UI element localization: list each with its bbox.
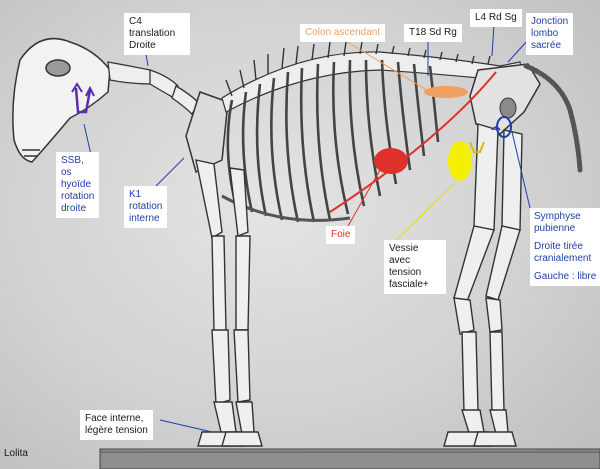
pedestal-base xyxy=(99,448,600,469)
label-l4: L4 Rd Sg xyxy=(470,9,522,27)
label-face-line2: légère tension xyxy=(85,425,148,436)
skull xyxy=(12,37,111,163)
obturator-foramen xyxy=(499,97,517,119)
signature-text: Lolita xyxy=(4,448,28,459)
label-k1-line2: rotation xyxy=(129,201,163,212)
label-face-line1: Face interne, xyxy=(85,413,144,424)
hyoid-marker-icon xyxy=(74,87,92,114)
label-jonction: Jonction lombo sacrée xyxy=(526,13,574,55)
label-vessie-line4: fasciale+ xyxy=(389,279,429,290)
label-colon: Colon ascendant xyxy=(300,24,386,42)
label-foie: Foie xyxy=(326,226,356,244)
label-vessie: Vessie avec tension fasciale+ xyxy=(384,240,446,294)
label-droite-line2: cranialement xyxy=(534,253,592,264)
label-jonction-line1: Jonction xyxy=(531,16,569,27)
label-k1: K1 rotation interne xyxy=(124,186,168,228)
label-ssb-line1: SSB, xyxy=(61,155,84,166)
label-foie-text: Foie xyxy=(331,229,351,240)
label-droite-line1: Droite tirée xyxy=(534,241,583,252)
ribcage xyxy=(226,59,440,223)
leader-lines xyxy=(83,23,531,433)
label-ssb-line3: hyoïde xyxy=(61,179,92,190)
label-symphyse-title: Symphyse pubienne xyxy=(534,211,596,235)
label-symphyse-line1: Symphyse xyxy=(534,211,581,222)
label-k1-line1: K1 xyxy=(129,189,142,200)
label-c4-line3: Droite xyxy=(129,40,156,51)
label-vessie-line3: tension xyxy=(389,267,422,278)
forelegs xyxy=(195,159,263,447)
label-l4-text: L4 Rd Sg xyxy=(475,12,517,23)
label-jonction-line3: sacrée xyxy=(531,40,562,51)
label-k1-line3: interne xyxy=(129,213,160,224)
label-vessie-line1: Vessie xyxy=(389,243,419,254)
label-symphyse-droite: Droite tirée cranialement xyxy=(534,241,596,265)
label-jonction-line2: lombo xyxy=(531,28,559,39)
label-ssb-line5: droite xyxy=(61,203,87,214)
label-c4-line1: C4 xyxy=(129,16,142,27)
colon-ascending-shape xyxy=(424,86,468,98)
tension-line xyxy=(329,71,497,213)
label-ssb: SSB, os hyoïde rotation droite xyxy=(56,152,100,218)
sacrum-bracket-icon xyxy=(469,141,485,153)
tail xyxy=(523,63,583,173)
bladder-shape xyxy=(448,141,472,181)
label-ssb-line2: os xyxy=(61,167,72,178)
label-symphyse: Symphyse pubienne Droite tirée cranialem… xyxy=(530,208,600,286)
label-t18-text: T18 Sd Rg xyxy=(409,27,457,38)
label-face-interne: Face interne, légère tension xyxy=(80,410,153,440)
label-symphyse-gauche: Gauche : libre xyxy=(534,271,597,282)
label-c4-line2: translation xyxy=(129,28,176,39)
label-vessie-line2: avec xyxy=(389,255,411,266)
label-t18: T18 Sd Rg xyxy=(404,24,462,42)
hyoid-arrow xyxy=(71,82,83,93)
label-colon-text: Colon ascendant xyxy=(305,27,381,38)
label-symphyse-line2: pubienne xyxy=(534,223,576,234)
symphysis-small-mark xyxy=(491,126,501,131)
hyoid-arrow-right xyxy=(85,85,95,97)
label-c4: C4 translation Droite xyxy=(124,13,190,55)
label-ssb-line4: rotation xyxy=(61,191,95,202)
liver-shape xyxy=(374,148,408,174)
